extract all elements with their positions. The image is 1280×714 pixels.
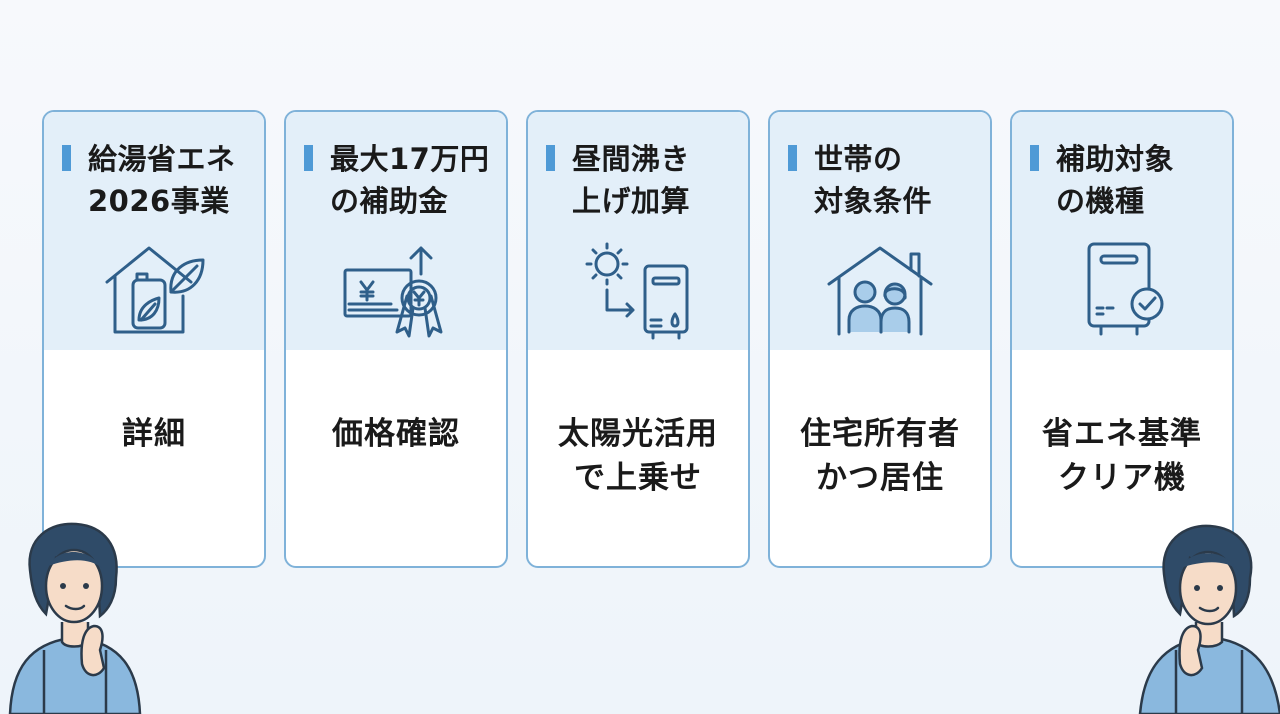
- sun-water-heater-icon: [585, 242, 689, 340]
- card-title: 世帯の 対象条件: [814, 142, 933, 218]
- title-accent-mark: [62, 145, 71, 171]
- family-house-icon: [827, 246, 933, 336]
- card-daytime-heating[interactable]: 昼間沸き 上げ加算 太陽光活用 で上乗せ: [526, 110, 750, 568]
- yen-badge-icon: [343, 246, 443, 338]
- card-header-panel: [528, 112, 748, 350]
- woman-thinking-left-illustration: [8, 522, 142, 714]
- title-accent-mark: [1030, 145, 1039, 171]
- card-eligible-models[interactable]: 補助対象 の機種 省エネ基準 クリア機: [1010, 110, 1234, 568]
- card-description: 住宅所有者 かつ居住: [800, 416, 960, 496]
- card-title: 補助対象 の機種: [1056, 142, 1175, 218]
- heater-check-icon: [1087, 242, 1164, 336]
- card-description: 太陽光活用 で上乗せ: [558, 416, 718, 496]
- title-accent-mark: [304, 145, 313, 171]
- card-description: 詳細: [122, 416, 186, 452]
- title-accent-mark: [788, 145, 797, 171]
- card-kyuto-shoene[interactable]: 給湯省エネ 2026事業 詳細: [42, 110, 266, 568]
- card-header-panel: [1012, 112, 1232, 350]
- card-title: 最大17万円 の補助金: [330, 142, 490, 218]
- title-accent-mark: [546, 145, 555, 171]
- card-description: 省エネ基準 クリア機: [1042, 416, 1202, 496]
- card-header-panel: [44, 112, 264, 350]
- card-header-panel: [770, 112, 990, 350]
- card-title: 給湯省エネ 2026事業: [88, 142, 236, 218]
- house-leaf-icon: [105, 246, 205, 334]
- woman-thinking-right-illustration: [1138, 524, 1280, 714]
- card-household-conditions[interactable]: 世帯の 対象条件 住宅所有者 かつ居住: [768, 110, 992, 568]
- card-title: 昼間沸き 上げ加算: [572, 142, 691, 218]
- card-max-subsidy[interactable]: 最大17万円 の補助金 価格確認: [284, 110, 508, 568]
- card-description: 価格確認: [332, 416, 460, 452]
